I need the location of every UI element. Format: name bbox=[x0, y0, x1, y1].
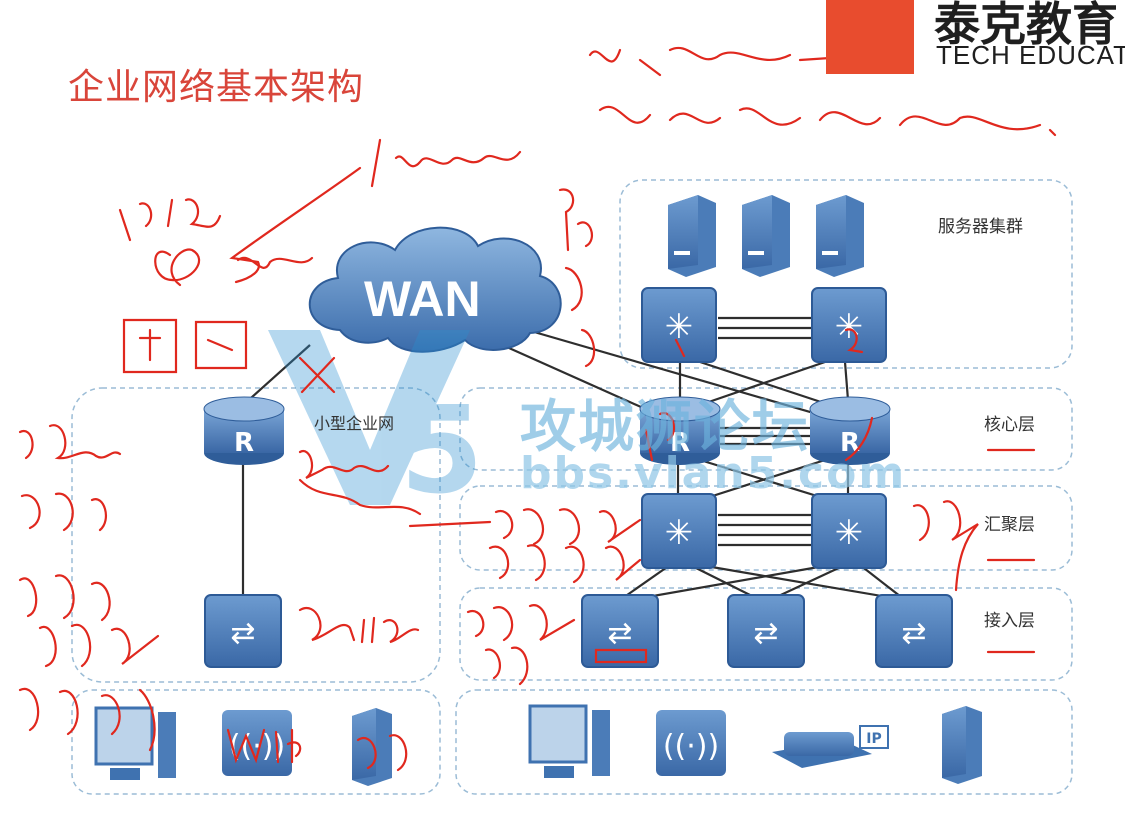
server-icon bbox=[942, 706, 982, 784]
logo-mark bbox=[826, 0, 914, 74]
endpoints-left: ((·)) bbox=[94, 706, 392, 786]
logo-text-cn: 泰克教育 bbox=[934, 0, 1118, 51]
watermark-site-name: 攻城狮论坛 bbox=[520, 395, 810, 460]
svg-text:✳: ✳ bbox=[835, 513, 864, 553]
zone-small-enterprise bbox=[71, 387, 441, 683]
svg-text:⇄: ⇄ bbox=[607, 616, 632, 651]
zone-endpoints-right bbox=[455, 689, 1073, 795]
svg-text:((·)): ((·)) bbox=[663, 729, 719, 764]
zone-endpoints-left bbox=[71, 689, 441, 795]
router-letter: R bbox=[670, 428, 690, 458]
label-server-cluster: 服务器集群 bbox=[938, 217, 1023, 237]
slide-title: 企业网络基本架构 bbox=[68, 67, 365, 108]
label-core-layer: 核心层 bbox=[984, 415, 1035, 435]
zone-aggregation bbox=[459, 485, 1073, 571]
router-icon: R bbox=[639, 396, 721, 465]
handwritten-annotations bbox=[18, 46, 1057, 772]
label-small-enterprise: 小型企业网 bbox=[314, 414, 395, 433]
server-icon bbox=[352, 708, 392, 786]
wireless-ap-icon: ((·)) bbox=[656, 710, 726, 776]
core-switch-icon: ✳ bbox=[641, 287, 717, 363]
server-icon bbox=[668, 195, 716, 277]
logo-text-en: TECH EDUCATION bbox=[936, 40, 1125, 70]
core-switch-icon: ✳ bbox=[811, 287, 887, 363]
svg-text:✳: ✳ bbox=[665, 513, 694, 553]
svg-text:✳: ✳ bbox=[665, 307, 694, 347]
wan-label: WAN bbox=[364, 271, 481, 327]
ip-badge: IP bbox=[866, 731, 881, 747]
links bbox=[231, 316, 906, 602]
ip-phone-icon: IP bbox=[772, 725, 889, 768]
zone-access bbox=[459, 587, 1073, 681]
svg-text:5: 5 bbox=[400, 382, 484, 521]
access-switch-icon: ⇄ bbox=[727, 594, 805, 668]
router-icon: R bbox=[809, 396, 891, 465]
label-aggregation-layer: 汇聚层 bbox=[984, 515, 1035, 535]
svg-text:⇄: ⇄ bbox=[753, 616, 778, 651]
pc-icon bbox=[528, 704, 610, 778]
access-switches: ⇄ ⇄ ⇄ ⇄ bbox=[204, 594, 953, 668]
wan-cloud bbox=[308, 226, 562, 353]
server-icon bbox=[742, 195, 790, 277]
label-access-layer: 接入层 bbox=[984, 611, 1035, 631]
servers bbox=[668, 195, 864, 277]
zone-core bbox=[459, 387, 1073, 471]
access-switch-icon: ⇄ bbox=[204, 594, 282, 668]
router-letter: R bbox=[840, 428, 860, 458]
core-switches: ✳ ✳ ✳ ✳ bbox=[641, 287, 887, 569]
pc-icon bbox=[94, 706, 176, 780]
router-letter: R bbox=[234, 428, 254, 458]
zone-boxes bbox=[71, 179, 1073, 795]
watermark-url: bbs.vlan5.com bbox=[520, 448, 907, 499]
svg-text:⇄: ⇄ bbox=[901, 616, 926, 651]
access-switch-icon: ⇄ bbox=[875, 594, 953, 668]
routers: R R R bbox=[203, 396, 891, 465]
svg-text:✳: ✳ bbox=[835, 307, 864, 347]
core-switch-icon: ✳ bbox=[641, 493, 717, 569]
core-switch-icon: ✳ bbox=[811, 493, 887, 569]
server-icon bbox=[816, 195, 864, 277]
router-icon: R bbox=[203, 396, 285, 465]
endpoints-right: ((·)) IP bbox=[528, 704, 982, 784]
svg-text:⇄: ⇄ bbox=[230, 616, 255, 651]
zone-server-cluster bbox=[619, 179, 1073, 369]
